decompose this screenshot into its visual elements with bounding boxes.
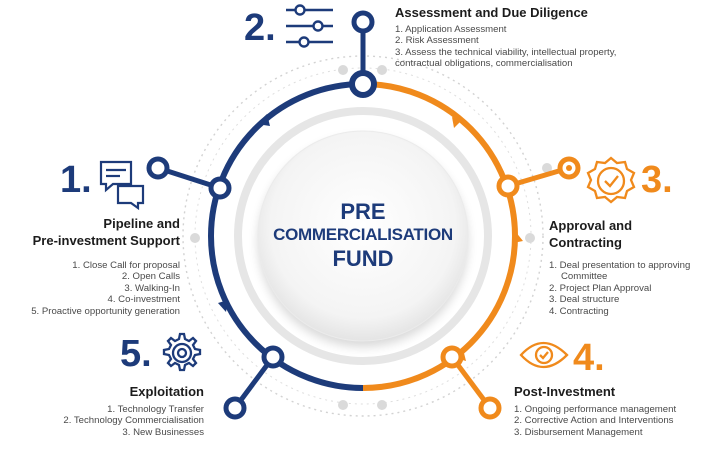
step-1-title-line-1: Pipeline and [103, 216, 180, 231]
arrow-chevron-2 [452, 117, 462, 128]
connector-step-3 [496, 156, 581, 198]
step-1-block: Pipeline and Pre-investment Support 1. C… [0, 215, 180, 317]
arrow-chevron-1 [257, 114, 270, 126]
list-item: 3. Deal structure [549, 294, 620, 306]
arrow-chevron-5 [218, 300, 228, 312]
list-item: 1. Application Assessment [395, 24, 507, 35]
center-disc [257, 130, 469, 342]
step-1-title-line-2: Pre-investment Support [32, 233, 180, 248]
list-item: 2. Technology Commercialisation [63, 415, 204, 427]
list-item: 2. Open Calls [121, 271, 180, 283]
step-number-2: 2. [244, 7, 276, 49]
connector-step-2 [349, 10, 377, 98]
list-item: 3. New Businesses [122, 426, 204, 438]
list-item: 1. Ongoing performance management [514, 404, 677, 415]
center-title-line-1: PRE [340, 199, 386, 224]
step-number-4: 4. [573, 337, 605, 379]
list-item: 1. Close Call for proposal [72, 260, 180, 271]
list-item: 2. Project Plan Approval [549, 282, 652, 294]
gear-icon [162, 332, 202, 372]
inner-gray-ring [234, 107, 492, 365]
ring-dots [190, 65, 552, 410]
list-item: 4. Co-investment [107, 294, 180, 306]
sliders-icon [286, 4, 333, 48]
connector-step-1 [146, 156, 232, 200]
list-item: 1. Technology Transfer [107, 404, 204, 415]
check-badge-icon [586, 156, 636, 204]
chat-bubbles-icon [99, 160, 145, 211]
connector-step-4 [440, 345, 502, 420]
step-3-title-line-2: Contracting [549, 235, 622, 250]
step-5-title: Exploitation [129, 384, 204, 399]
center-title: PRE COMMERCIALISATION FUND [263, 200, 463, 272]
center-title-line-2: COMMERCIALISATION [273, 225, 453, 244]
step-5-list: 1. Technology Transfer 2. Technology Com… [24, 404, 204, 438]
list-item: 1. Deal presentation to approving [549, 260, 691, 271]
eye-check-icon [519, 341, 569, 369]
list-item: Committee [561, 271, 608, 283]
step-3-block: Approval and Contracting 1. Deal present… [549, 217, 709, 317]
step-3-list: 1. Deal presentation to approving Commit… [549, 260, 709, 317]
step-1-list: 1. Close Call for proposal 2. Open Calls… [0, 260, 180, 317]
list-item: 4. Contracting [549, 305, 609, 317]
step-number-5: 5. [120, 333, 152, 375]
list-item: 3. Assess the technical viability, intel… [395, 46, 617, 58]
step-2-block: Assessment and Due Diligence 1. Applicat… [395, 4, 695, 70]
list-item: 5. Proactive opportunity generation [31, 305, 180, 317]
step-4-block: Post-Investment 1. Ongoing performance m… [514, 383, 709, 438]
step-number-1: 1. [60, 159, 92, 201]
step-2-list: 1. Application Assessment 2. Risk Assess… [395, 24, 695, 70]
list-item: contractual obligations, commercialisati… [395, 58, 573, 70]
center-title-line-3: FUND [332, 246, 394, 271]
step-number-3: 3. [641, 159, 673, 201]
step-4-list: 1. Ongoing performance management 2. Cor… [514, 404, 709, 438]
list-item: 3. Walking-In [124, 282, 180, 294]
list-item: 2. Corrective Action and Interventions [514, 415, 674, 427]
arrow-chevron-3 [513, 231, 523, 243]
step-2-title: Assessment and Due Diligence [395, 5, 588, 20]
list-item: 3. Disbursement Management [514, 426, 643, 438]
connector-step-5 [223, 345, 285, 420]
list-item: 2. Risk Assessment [395, 35, 479, 47]
step-3-title-line-1: Approval and [549, 218, 633, 233]
cycle-arc-navy [208, 81, 364, 391]
step-5-block: Exploitation 1. Technology Transfer 2. T… [24, 383, 204, 438]
step-4-title: Post-Investment [514, 384, 616, 399]
